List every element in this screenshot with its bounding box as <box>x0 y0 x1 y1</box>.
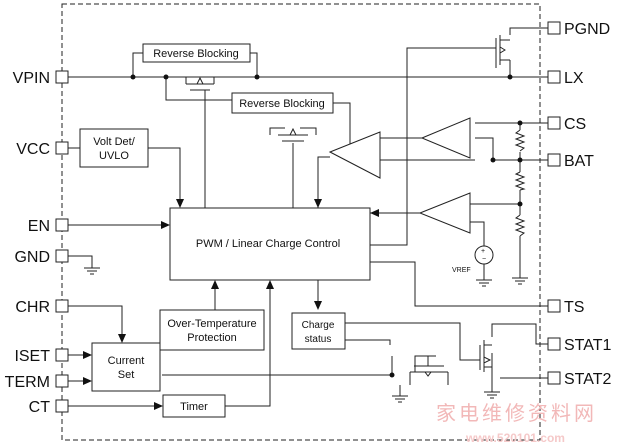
voltage-feedback-amplifier <box>418 192 471 234</box>
pin-label-pgnd: PGND <box>564 21 610 38</box>
current-set-block <box>91 342 161 392</box>
pin-label-gnd: GND <box>14 249 50 266</box>
current-set-label-1: Current <box>108 355 145 367</box>
otp-label-2: Protection <box>187 332 237 344</box>
transistor-stat2 <box>410 356 448 377</box>
otp-label-1: Over-Temperature <box>167 318 256 330</box>
otp-block <box>159 309 265 351</box>
pwm-control-block <box>169 207 371 281</box>
pin-label-stat1: STAT1 <box>564 337 612 354</box>
divider-resistor-top <box>514 171 526 191</box>
pin-label-term: TERM <box>5 374 50 391</box>
charge-status-label-2: status <box>305 334 332 345</box>
transistor-reverse-1 <box>186 76 214 91</box>
current-sense-amplifier <box>420 117 471 159</box>
pin-label-en: EN <box>28 218 50 235</box>
reverse-blocking-1-label: Reverse Blocking <box>153 48 239 60</box>
pin-label-ts: TS <box>564 299 584 316</box>
ground-symbols <box>84 267 528 403</box>
divider-resistor-bottom <box>514 214 526 237</box>
sense-resistor <box>514 129 526 152</box>
charge-status-block <box>291 312 346 350</box>
vref-plus: + <box>481 248 485 255</box>
pin-label-cs: CS <box>564 116 586 133</box>
vref-label: VREF <box>452 267 471 274</box>
transistor-stat1 <box>479 340 492 372</box>
reverse-blocking-2-label: Reverse Blocking <box>239 98 325 110</box>
watermark-text: 家电维修资料网 <box>436 401 597 425</box>
pin-label-iset: ISET <box>14 348 50 365</box>
current-set-label-2: Set <box>118 369 135 381</box>
junction-dots <box>130 74 523 378</box>
pwm-control-label: PWM / Linear Charge Control <box>196 238 340 250</box>
pin-squares <box>55 21 561 413</box>
timer-label: Timer <box>180 401 208 413</box>
pin-label-lx: LX <box>564 70 584 87</box>
charge-status-label-1: Charge <box>302 320 335 331</box>
transistor-reverse-2 <box>278 127 308 142</box>
volt-det-label-2: UVLO <box>99 150 129 162</box>
watermark-url: www.520101.com <box>465 431 565 445</box>
pin-label-vpin: VPIN <box>13 70 50 87</box>
vref-source <box>474 245 494 265</box>
reverse-blocking-1-block <box>142 43 251 63</box>
pin-label-vcc: VCC <box>16 141 50 158</box>
vref-minus: − <box>482 256 486 263</box>
arrowheads <box>83 199 379 410</box>
pin-label-stat2: STAT2 <box>564 371 612 388</box>
pin-label-bat: BAT <box>564 153 594 170</box>
pin-label-ct: CT <box>29 399 51 416</box>
volt-det-label-1: Volt Det/ <box>93 136 136 148</box>
reverse-blocking-2-block <box>231 92 334 114</box>
volt-det-uvlo-block <box>79 128 149 168</box>
pin-label-chr: CHR <box>15 299 50 316</box>
error-amplifier <box>328 131 381 179</box>
transistor-pgnd <box>495 35 510 65</box>
